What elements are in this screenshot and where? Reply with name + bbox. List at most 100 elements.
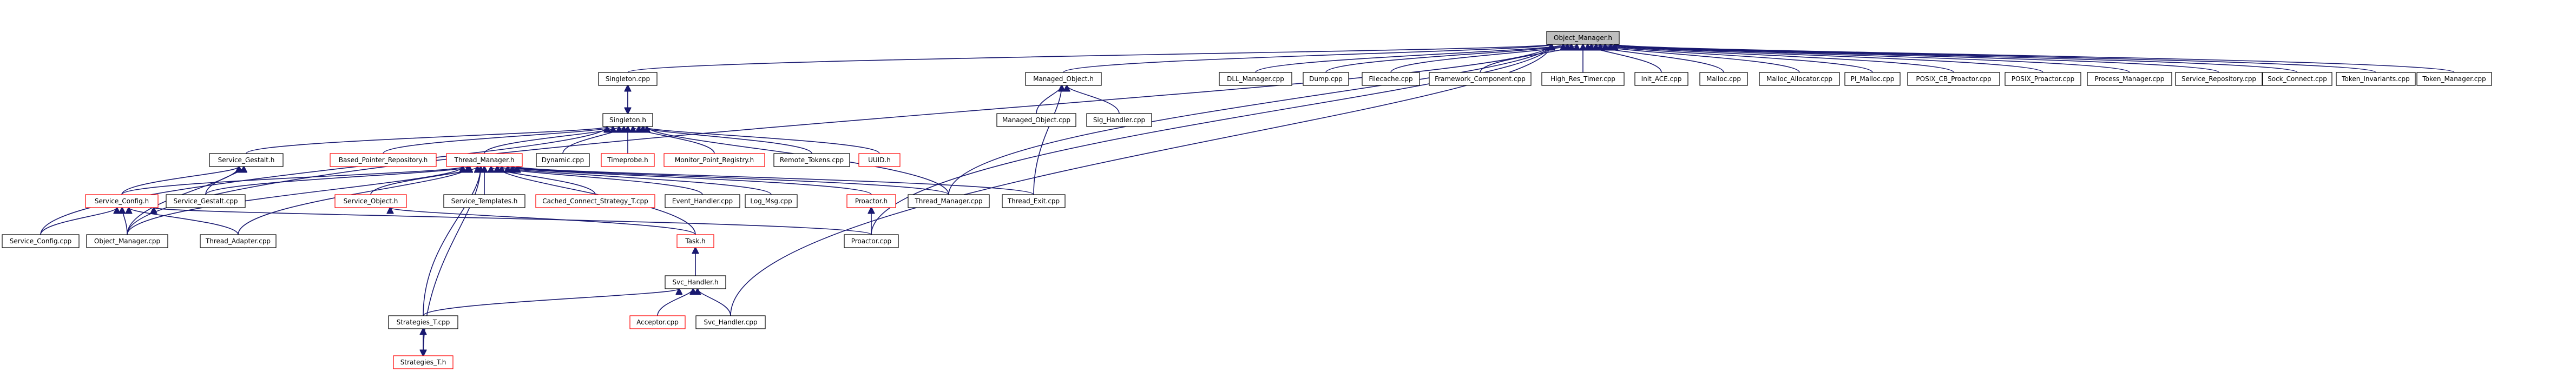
node-token-invariants-cpp[interactable]: Token_Invariants.cpp (2336, 72, 2416, 86)
node-label: Singleton.h (609, 116, 646, 124)
node-svc-handler-cpp[interactable]: Svc_Handler.cpp (695, 315, 766, 329)
node-high-res-timer-cpp[interactable]: High_Res_Timer.cpp (1541, 72, 1625, 86)
node-log-msg-cpp[interactable]: Log_Msg.cpp (745, 194, 798, 208)
edge-singleton_cpp-to-object_manager_h (627, 44, 1551, 73)
node-label: Filecache.cpp (1369, 75, 1412, 83)
edge-thread_manager_cpp-to-thread_manager_h (512, 167, 949, 195)
node-object-manager-h[interactable]: Object_Manager.h (1546, 31, 1620, 45)
node-dll-manager-cpp[interactable]: DLL_Manager.cpp (1219, 72, 1292, 86)
node-dynamic-cpp[interactable]: Dynamic.cpp (536, 153, 590, 167)
node-token-manager-cpp[interactable]: Token_Manager.cpp (2416, 72, 2492, 86)
edge-service_config_h-to-thread_manager_h (121, 167, 463, 195)
node-monitor-point-registry-h[interactable]: Monitor_Point_Registry.h (663, 153, 765, 167)
node-malloc-cpp[interactable]: Malloc.cpp (1699, 72, 1748, 86)
node-uuid-h[interactable]: UUID.h (858, 153, 901, 167)
node-dump-cpp[interactable]: Dump.cpp (1303, 72, 1349, 86)
node-box (629, 315, 686, 329)
node-box (676, 234, 714, 248)
node-pi-malloc-cpp[interactable]: PI_Malloc.cpp (1844, 72, 1901, 86)
node-service-gestalt-h[interactable]: Service_Gestalt.h (209, 153, 284, 167)
node-task-h[interactable]: Task.h (676, 234, 714, 248)
node-singleton-cpp[interactable]: Singleton.cpp (598, 72, 658, 86)
edge-posix_cb_proactor_cpp-to-object_manager_h (1605, 44, 1954, 73)
node-sock-connect-cpp[interactable]: Sock_Connect.cpp (2262, 72, 2332, 86)
edge-thread_manager_h-to-singleton_h (484, 127, 619, 154)
edge-dynamic_cpp-to-singleton_h (562, 127, 624, 154)
node-label: Process_Manager.cpp (2095, 75, 2165, 83)
node-service-config-h[interactable]: Service_Config.h (85, 194, 159, 208)
node-framework-component-cpp[interactable]: Framework_Component.cpp (1429, 72, 1532, 86)
node-label: Thread_Exit.cpp (1007, 197, 1060, 205)
node-service-repository-cpp[interactable]: Service_Repository.cpp (2175, 72, 2263, 86)
node-label: Dynamic.cpp (542, 156, 584, 164)
node-label: Service_Gestalt.cpp (173, 197, 238, 205)
node-posix-proactor-cpp[interactable]: POSIX_Proactor.cpp (2005, 72, 2081, 86)
node-box (535, 194, 655, 208)
node-thread-exit-cpp[interactable]: Thread_Exit.cpp (1002, 194, 1066, 208)
node-box (598, 72, 658, 86)
node-proactor-h[interactable]: Proactor.h (846, 194, 896, 208)
node-label: Token_Manager.cpp (2422, 75, 2486, 83)
node-proactor-cpp[interactable]: Proactor.cpp (844, 234, 899, 248)
node-thread-manager-cpp[interactable]: Thread_Manager.cpp (908, 194, 990, 208)
node-box (334, 194, 407, 208)
node-service-object-h[interactable]: Service_Object.h (334, 194, 407, 208)
node-timeprobe-h[interactable]: Timeprobe.h (601, 153, 655, 167)
node-box (665, 275, 726, 289)
edge-managed_object_cpp-to-managed_object_h (1036, 85, 1062, 114)
node-box (1219, 72, 1292, 86)
node-thread-adapter-cpp[interactable]: Thread_Adapter.cpp (200, 234, 277, 248)
node-filecache-cpp[interactable]: Filecache.cpp (1362, 72, 1420, 86)
node-malloc-allocator-cpp[interactable]: Malloc_Allocator.cpp (1759, 72, 1840, 86)
node-label: Object_Manager.cpp (94, 237, 160, 245)
node-box (200, 234, 277, 248)
edge-thread_exit_cpp-to-managed_object_h (1033, 85, 1062, 195)
node-box (846, 194, 896, 208)
node-label: Remote_Tokens.cpp (780, 156, 844, 164)
node-posix-cb-proactor-cpp[interactable]: POSIX_CB_Proactor.cpp (1907, 72, 2000, 86)
node-strategies-t-h[interactable]: Strategies_T.h (393, 355, 454, 369)
node-singleton-h[interactable]: Singleton.h (602, 113, 653, 127)
node-svc-handler-h[interactable]: Svc_Handler.h (665, 275, 726, 289)
node-label: Service_Repository.cpp (2181, 75, 2256, 83)
node-managed-object-cpp[interactable]: Managed_Object.cpp (996, 113, 1076, 127)
node-box (908, 194, 990, 208)
node-box (1429, 72, 1532, 86)
node-label: Token_Invariants.cpp (2341, 75, 2410, 83)
node-box (2262, 72, 2332, 86)
node-label: POSIX_Proactor.cpp (2012, 75, 2075, 83)
edge-sock_connect_cpp-to-object_manager_h (1615, 44, 2298, 73)
node-label: Sock_Connect.cpp (2268, 75, 2327, 83)
edge-posix_proactor_cpp-to-object_manager_h (1611, 44, 2043, 73)
node-label: Event_Handler.cpp (672, 197, 733, 205)
node-strategies-t-cpp[interactable]: Strategies_T.cpp (388, 315, 458, 329)
edge-strategies_t_cpp-to-svc_handler_h (423, 289, 679, 316)
node-managed-object-h[interactable]: Managed_Object.h (1025, 72, 1102, 86)
node-service-gestalt-cpp[interactable]: Service_Gestalt.cpp (166, 194, 246, 208)
node-box (1907, 72, 2000, 86)
edge-strategies_t_cpp-to-thread_manager_h (423, 167, 481, 316)
node-label: Init_ACE.cpp (1641, 75, 1682, 83)
node-acceptor-cpp[interactable]: Acceptor.cpp (629, 315, 686, 329)
node-service-templates-h[interactable]: Service_Templates.h (443, 194, 525, 208)
node-label: Monitor_Point_Registry.h (675, 156, 754, 164)
node-box (2175, 72, 2263, 86)
node-process-manager-cpp[interactable]: Process_Manager.cpp (2087, 72, 2172, 86)
node-sig-handler-cpp[interactable]: Sig_Handler.cpp (1086, 113, 1152, 127)
node-service-config-cpp[interactable]: Service_Config.cpp (2, 234, 80, 248)
node-remote-tokens-cpp[interactable]: Remote_Tokens.cpp (773, 153, 850, 167)
node-box (2005, 72, 2081, 86)
edge-service_gestalt_cpp-to-thread_manager_h (205, 167, 468, 195)
node-thread-manager-h[interactable]: Thread_Manager.h (446, 153, 523, 167)
node-event-handler-cpp[interactable]: Event_Handler.cpp (665, 194, 740, 208)
node-init-ace-cpp[interactable]: Init_ACE.cpp (1634, 72, 1688, 86)
node-based-pointer-repository-h[interactable]: Based_Pointer_Repository.h (330, 153, 437, 167)
node-label: Proactor.cpp (851, 237, 892, 245)
node-box (1546, 31, 1620, 45)
node-label: Acceptor.cpp (636, 318, 679, 326)
node-box (996, 113, 1076, 127)
node-box (330, 153, 437, 167)
node-cached-connect-strategy-t-cpp[interactable]: Cached_Connect_Strategy_T.cpp (535, 194, 655, 208)
node-box (2087, 72, 2172, 86)
node-object-manager-cpp[interactable]: Object_Manager.cpp (86, 234, 168, 248)
